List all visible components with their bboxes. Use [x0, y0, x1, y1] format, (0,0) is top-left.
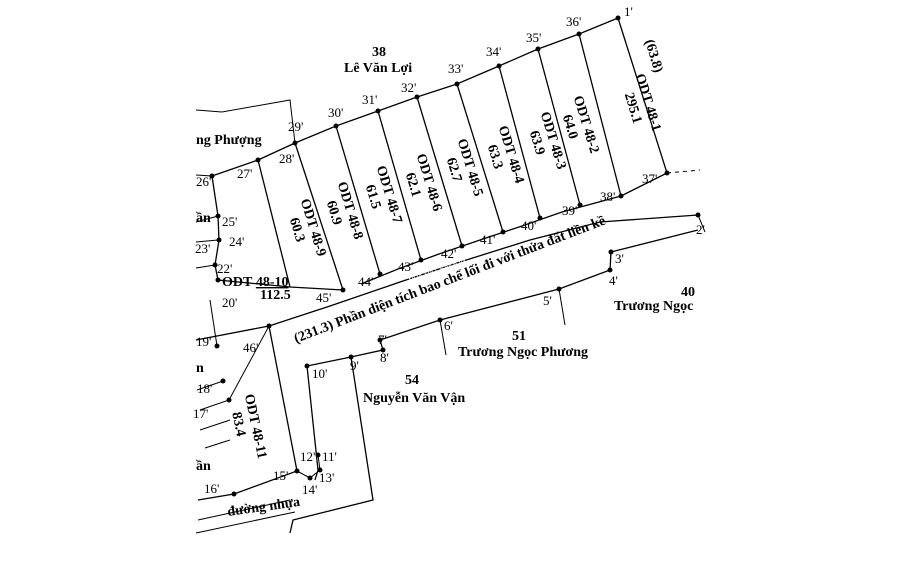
owner-51-num: 51 [512, 329, 526, 344]
svg-text:64.0: 64.0 [559, 113, 581, 141]
pt-38: 38' [600, 189, 615, 204]
pt-25: 25' [222, 214, 237, 229]
svg-text:(63.8): (63.8) [641, 38, 665, 75]
pt-6: 6' [444, 318, 453, 333]
svg-text:83.4: 83.4 [228, 411, 248, 438]
pt-44: 44' [358, 274, 373, 289]
owner-51-name: Trương Ngọc Phương [458, 345, 588, 360]
plot-48-4: ODT 48-4 63.3 [484, 124, 527, 185]
owner-labels: 38 Lê Văn Lợi 40 Trương Ngọc 51 Trương N… [195, 45, 695, 520]
plot-48-9: ODT 48-9 60.3 [286, 197, 329, 258]
svg-text:63.3: 63.3 [484, 143, 506, 171]
dashed-extension [666, 169, 701, 174]
svg-text:ODT 48-10: ODT 48-10 [222, 275, 289, 290]
owner-38-num: 38 [372, 45, 386, 60]
point-labels: 1' 2' 3' 4' 5' 6' 7' 8' 9' 10' 11' 12' 1… [193, 4, 705, 497]
owner-54-name: Nguyễn Văn Vận [363, 390, 465, 406]
pt-27: 27' [237, 166, 252, 181]
owner-40-num: 40 [681, 285, 695, 300]
plot-48-3: ODT 48-3 63.9 [526, 110, 569, 171]
owner-38-name: Lê Văn Lợi [344, 61, 412, 76]
svg-text:112.5: 112.5 [260, 288, 291, 303]
plot-48-5: ODT 48-5 62.7 [443, 137, 486, 198]
pt-11: 11' [322, 449, 337, 464]
plot-48-6: ODT 48-6 62.1 [402, 152, 445, 213]
plot-48-11: ODT 48-11 83.4 [228, 393, 269, 460]
pt-22: 22' [217, 261, 232, 276]
pt-9: 9' [350, 358, 359, 373]
pt-17: 17' [193, 406, 208, 421]
owner-54-num: 54 [405, 373, 419, 388]
pt-28: 28' [279, 151, 294, 166]
pt-30: 30' [328, 105, 343, 120]
partial-owner-left-mid: ần [195, 211, 211, 226]
pt-1: 1' [624, 4, 633, 19]
svg-text:63.9: 63.9 [526, 129, 548, 157]
pt-46: 46' [243, 340, 258, 355]
partial-owner-left-low: ần [195, 459, 211, 474]
pt-19: 19' [196, 334, 211, 349]
pt-42: 42' [441, 246, 456, 261]
svg-text:62.7: 62.7 [443, 156, 465, 184]
plot-48-1: (63.8) ODT 48-1 295.1 [621, 38, 666, 134]
svg-text:60.3: 60.3 [286, 216, 308, 244]
pt-3: 3' [615, 251, 624, 266]
pt-29: 29' [288, 119, 303, 134]
svg-text:ODT 48-2: ODT 48-2 [570, 94, 602, 155]
plot-48-2: ODT 48-2 64.0 [559, 94, 602, 155]
pt-20: 20' [222, 295, 237, 310]
svg-text:62.1: 62.1 [402, 171, 424, 199]
pt-18: 18' [197, 381, 212, 396]
pt-36: 36' [566, 14, 581, 29]
pt-24: 24' [229, 234, 244, 249]
pt-16: 16' [204, 481, 219, 496]
pt-8: 8' [380, 350, 389, 365]
pt-14: 14' [302, 482, 317, 497]
pt-26: 26' [196, 174, 211, 189]
road-label: đường nhựa [226, 495, 301, 520]
svg-text:ODT 48-11: ODT 48-11 [241, 393, 269, 460]
pt-31: 31' [362, 92, 377, 107]
plot-48-7: ODT 48-7 61.5 [362, 164, 405, 225]
pt-4: 4' [609, 273, 618, 288]
svg-text:61.5: 61.5 [362, 183, 384, 211]
plot-labels: (63.8) ODT 48-1 295.1 ODT 48-2 64.0 ODT … [222, 38, 666, 460]
survey-points [209, 15, 701, 497]
pt-32: 32' [401, 80, 416, 95]
pt-37: 37' [642, 171, 657, 186]
pt-45: 45' [316, 290, 331, 305]
svg-text:60.9: 60.9 [323, 199, 345, 227]
partial-owner-left-n: n [196, 361, 204, 376]
pt-23: 23' [195, 241, 210, 256]
pt-43: 43' [398, 259, 413, 274]
pt-10: 10' [312, 366, 327, 381]
partial-owner-top-left: ng Phượng [196, 133, 262, 148]
pt-40: 40' [521, 218, 536, 233]
pt-41: 41' [480, 232, 495, 247]
pt-13: 13' [319, 470, 334, 485]
pt-5: 5' [543, 293, 552, 308]
pt-7: 7' [378, 332, 387, 347]
owner-40-name: Trương Ngọc [614, 299, 693, 314]
pt-39: 39' [562, 203, 577, 218]
pt-12: 12' [300, 449, 315, 464]
pt-34: 34' [486, 44, 501, 59]
pt-33: 33' [448, 61, 463, 76]
pt-35: 35' [526, 30, 541, 45]
pt-2: 2' [696, 222, 705, 237]
plot-48-10: ODT 48-10 112.5 [222, 275, 291, 303]
pt-15: 15' [273, 468, 288, 483]
plot-48-8: ODT 48-8 60.9 [323, 180, 366, 241]
